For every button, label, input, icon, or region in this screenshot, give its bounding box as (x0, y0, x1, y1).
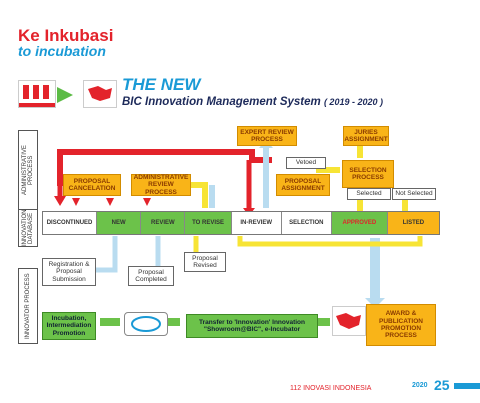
award-logo (332, 306, 366, 336)
red-small-arrow-1 (72, 198, 80, 206)
ecosystem-logo (124, 312, 168, 336)
proposal-completed-box: Proposal Completed (128, 266, 174, 286)
expert-review-box: EXPERT REVIEW PROCESS (237, 126, 297, 146)
red-arrowhead (54, 196, 66, 206)
proposal-cancelation-box: PROPOSAL CANCELATION (63, 174, 121, 196)
page-bar (454, 383, 480, 389)
admin-review-box: ADMINISTRATIVE REVIEW PROCESS (131, 174, 191, 196)
red-small-arrow-2 (106, 198, 114, 206)
registration-box: Registration & Proposal Submission (42, 258, 96, 286)
red-small-arrow-3 (143, 198, 151, 206)
selection-process-box: SELECTION PROCESS (342, 160, 394, 188)
db-approved: APPROVED (331, 212, 388, 234)
selected-label: Selected (347, 188, 391, 200)
system-years: ( 2019 - 2020 ) (323, 97, 383, 107)
db-to-revise: TO REVISE (185, 212, 232, 234)
map-logo (83, 80, 117, 108)
blue-reg-arrow (95, 236, 118, 273)
footer-text: 112 INOVASI INDONESIA (290, 385, 372, 392)
not-selected-label: Not Selected (392, 188, 436, 200)
transfer-box: Transfer to 'Innovation' Innovation "Sho… (186, 314, 318, 338)
vetoed-label: Vetoed (286, 157, 326, 169)
footer-year: 2020 (412, 382, 428, 389)
yellow-return-arrow (237, 236, 423, 247)
side-label-database: INNOVATION DATABASE (18, 209, 38, 247)
banner-system-title: BIC Innovation Management System ( 2019 … (122, 96, 383, 108)
institution-logo (18, 80, 56, 108)
logo-bar (19, 103, 55, 107)
db-discontinued: DISCONTINUED (43, 212, 98, 234)
database-row: DISCONTINUED NEW REVIEW TO REVISE IN-REV… (42, 211, 440, 235)
red-loop-arrow (57, 149, 272, 186)
blue-down-arrowhead (365, 298, 385, 308)
db-review: REVIEW (141, 212, 186, 234)
page-title: Ke Inkubasi (18, 26, 114, 45)
ecosystem-logo-graphic (131, 316, 161, 332)
juries-box: JURIES ASSIGNMENT (343, 126, 389, 146)
page-subtitle: to incubation (18, 43, 106, 59)
side-label-admin: ADMINISTRATIVE PROCESS (18, 130, 38, 210)
award-map-graphic (336, 313, 361, 329)
system-title-text: BIC Innovation Management System (122, 96, 321, 108)
yellow-review-arrow (190, 182, 208, 208)
db-in-review: IN-REVIEW (232, 212, 282, 234)
incubation-box: Incubation, Intermediation Promotion (42, 312, 96, 340)
map-graphic (88, 86, 112, 101)
page-number: 25 (434, 377, 450, 393)
proposal-assignment-box: PROPOSAL ASSIGNMENT (276, 174, 330, 196)
side-label-innovator: INNOVATOR PROCESS (18, 268, 38, 344)
logo-graphic (23, 85, 49, 99)
award-box: AWARD & PUBLICATION PROMOTION PROCESS (366, 304, 436, 346)
db-listed: LISTED (387, 212, 439, 234)
proposal-revised-box: Proposal Revised (184, 252, 226, 272)
db-selection: SELECTION (282, 212, 332, 234)
arrow-right-icon (57, 87, 73, 103)
db-new: NEW (97, 212, 142, 234)
banner-the-new: THE NEW (122, 75, 201, 94)
